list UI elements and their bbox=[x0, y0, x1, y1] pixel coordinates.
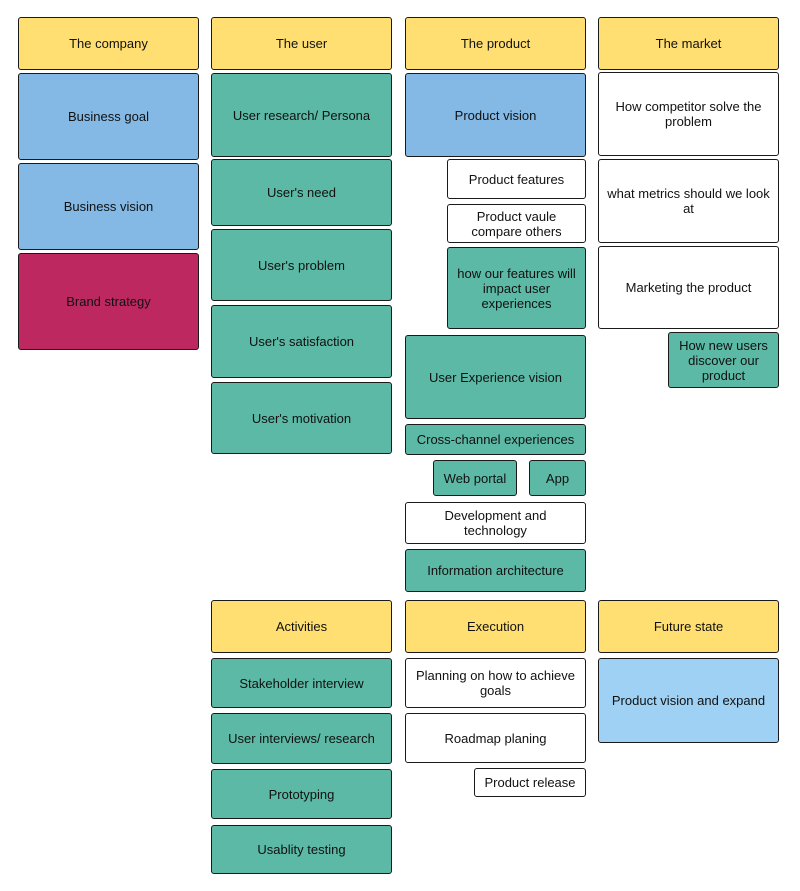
future-state-header: Future state bbox=[598, 600, 779, 653]
app-card: App bbox=[529, 460, 586, 496]
info-architecture-card: Information architecture bbox=[405, 549, 586, 592]
execution-header: Execution bbox=[405, 600, 586, 653]
activities-header: Activities bbox=[211, 600, 392, 653]
planning-card: Planning on how to achieve goals bbox=[405, 658, 586, 708]
vision-expand-card: Product vision and expand bbox=[598, 658, 779, 743]
dev-technology-card: Development and technology bbox=[405, 502, 586, 544]
cross-channel-card: Cross-channel experiences bbox=[405, 424, 586, 455]
user-problem-card: User's problem bbox=[211, 229, 392, 301]
business-vision-card: Business vision bbox=[18, 163, 199, 250]
ux-vision-card: User Experience vision bbox=[405, 335, 586, 419]
user-header: The user bbox=[211, 17, 392, 70]
marketing-card: Marketing the product bbox=[598, 246, 779, 329]
business-goal-card: Business goal bbox=[18, 73, 199, 160]
product-features-card: Product features bbox=[447, 159, 586, 199]
product-release-card: Product release bbox=[474, 768, 586, 797]
user-interviews-card: User interviews/ research bbox=[211, 713, 392, 764]
brand-strategy-card: Brand strategy bbox=[18, 253, 199, 350]
product-header: The product bbox=[405, 17, 586, 70]
user-satisfaction-card: User's satisfaction bbox=[211, 305, 392, 378]
feature-impact-card: how our features will impact user experi… bbox=[447, 247, 586, 329]
user-discovery-card: How new users discover our product bbox=[668, 332, 779, 388]
user-need-card: User's need bbox=[211, 159, 392, 226]
product-value-compare-card: Product vaule compare others bbox=[447, 204, 586, 243]
roadmap-card: Roadmap planing bbox=[405, 713, 586, 763]
metrics-card: what metrics should we look at bbox=[598, 159, 779, 243]
competitor-card: How competitor solve the problem bbox=[598, 72, 779, 156]
user-research-card: User research/ Persona bbox=[211, 73, 392, 157]
product-vision-card: Product vision bbox=[405, 73, 586, 157]
user-motivation-card: User's motivation bbox=[211, 382, 392, 454]
stakeholder-interview-card: Stakeholder interview bbox=[211, 658, 392, 708]
company-header: The company bbox=[18, 17, 199, 70]
usability-testing-card: Usablity testing bbox=[211, 825, 392, 874]
market-header: The market bbox=[598, 17, 779, 70]
prototyping-card: Prototyping bbox=[211, 769, 392, 819]
web-portal-card: Web portal bbox=[433, 460, 517, 496]
